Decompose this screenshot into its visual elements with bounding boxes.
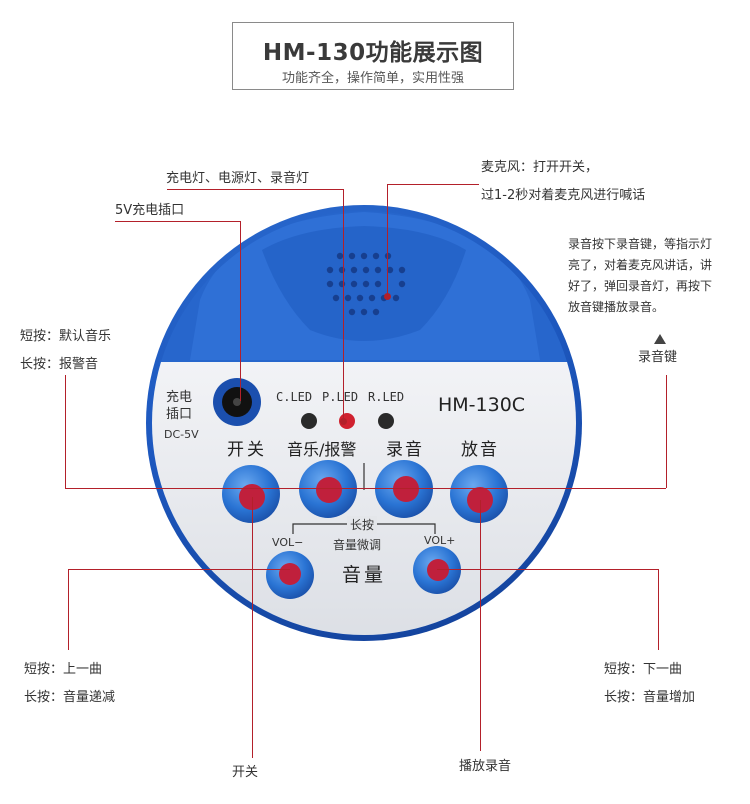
mic-callout-line1: 麦克风：打开开关， — [481, 160, 599, 175]
charge-port-callout: 5V充电插口 — [115, 203, 185, 218]
callout-line — [167, 189, 343, 190]
callout-line — [343, 189, 344, 421]
mic-callout-line2: 过1-2秒对着麦克风进行喊话 — [481, 188, 646, 203]
title-box: HM-130功能展示图 功能齐全，操作简单，实用性强 — [232, 22, 514, 90]
charge-port-label: 充电 插口 — [166, 390, 193, 422]
power-button-label: 开关 — [227, 440, 267, 460]
callout-line — [666, 375, 667, 488]
led-r-label: R.LED — [368, 390, 405, 404]
callout-line — [387, 184, 479, 185]
callout-dot — [340, 418, 347, 425]
music-button-label: 音乐/报警 — [287, 440, 357, 459]
button-vol-plus-shape — [413, 546, 461, 594]
record-button-label: 录音 — [386, 440, 424, 460]
led-c — [301, 413, 317, 429]
volume-label: 音量 — [342, 564, 387, 586]
callout-line — [65, 488, 666, 489]
button-record-shape — [375, 460, 433, 518]
led-c-label: C.LED — [276, 390, 313, 404]
indicators-callout: 充电灯、电源灯、录音灯 — [166, 171, 310, 186]
led-r — [378, 413, 394, 429]
callout-line — [480, 500, 481, 751]
music-long-press: 长按：报警音 — [20, 357, 99, 372]
callout-line — [68, 569, 69, 650]
callout-line — [658, 569, 659, 650]
record-key-callout: 录音键 — [638, 350, 678, 365]
volminus-long-press: 长按：音量递减 — [24, 690, 116, 705]
callout-dot — [384, 293, 391, 300]
play-record-callout: 播放录音 — [459, 759, 512, 774]
charge-port-voltage: DC-5V — [164, 428, 199, 441]
callout-line — [65, 375, 66, 488]
volplus-short-press: 短按：下一曲 — [604, 662, 683, 677]
callout-line — [437, 569, 658, 570]
callout-line — [68, 569, 290, 570]
callout-line — [252, 497, 253, 758]
vol-plus-label: VOL+ — [424, 534, 456, 547]
up-arrow-icon — [654, 334, 666, 344]
volminus-short-press: 短按：上一曲 — [24, 662, 103, 677]
music-short-press: 短按：默认音乐 — [20, 329, 112, 344]
play-button-label: 放音 — [461, 440, 499, 460]
button-music-shape — [299, 460, 357, 518]
button-power-shape — [222, 465, 280, 523]
led-p-label: P.LED — [322, 390, 359, 404]
power-callout: 开关 — [232, 765, 259, 780]
device-model: HM-130C — [438, 394, 526, 416]
callout-line — [240, 221, 241, 401]
volplus-long-press: 长按：音量增加 — [604, 690, 696, 705]
button-vol-minus-shape — [266, 551, 314, 599]
long-press-label: 长按 — [347, 516, 378, 534]
page-title: HM-130功能展示图 — [262, 40, 484, 66]
callout-line — [387, 184, 388, 296]
page-subtitle: 功能齐全，操作简单，实用性强 — [281, 71, 464, 86]
record-description: 录音按下录音键，等指示灯 亮了，对着麦克风讲话，讲 好了，弹回录音灯，再按下 放… — [568, 237, 713, 314]
callout-line — [115, 221, 240, 222]
vol-minus-label: VOL− — [272, 536, 304, 549]
volume-fine-label: 音量微调 — [333, 538, 382, 552]
button-play-shape — [450, 465, 508, 523]
